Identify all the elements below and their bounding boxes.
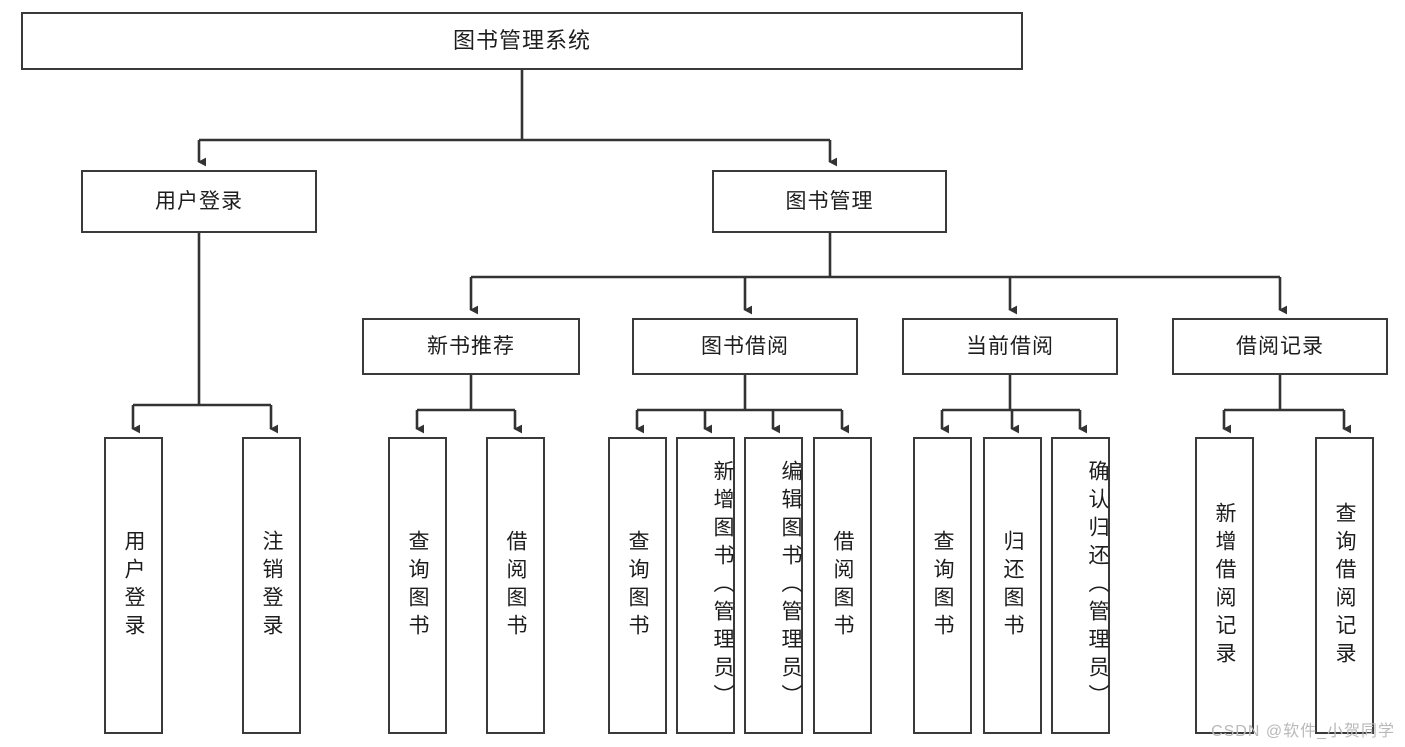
node-label: 借阅图书 [831,529,854,642]
leaf-confirm-return-admin[interactable]: 确认归还（管理员） [1051,437,1110,734]
leaf-query-borrow-record[interactable]: 查询借阅记录 [1315,437,1374,734]
node-label: 新增图书（管理员） [711,459,734,712]
leaf-edit-book-admin[interactable]: 编辑图书（管理员） [744,437,803,734]
leaf-borrow-books[interactable]: 借阅图书 [813,437,872,734]
node-label: 图书借阅 [701,334,789,358]
node-label: 查询图书 [406,529,429,642]
node-label: 查询图书 [626,529,649,642]
node-label: 新增借阅记录 [1213,501,1236,670]
node-user-login[interactable]: 用户登录 [81,170,317,233]
node-root-system[interactable]: 图书管理系统 [21,12,1023,70]
node-label: 用户登录 [155,189,243,213]
leaf-query-books-borrow[interactable]: 查询图书 [608,437,667,734]
node-label: 确认归还（管理员） [1086,459,1109,712]
leaf-query-books-recommend[interactable]: 查询图书 [388,437,447,734]
node-label: 编辑图书（管理员） [779,459,802,712]
node-borrow-records[interactable]: 借阅记录 [1172,318,1388,375]
node-book-borrow[interactable]: 图书借阅 [632,318,858,375]
leaf-add-borrow-record[interactable]: 新增借阅记录 [1195,437,1254,734]
node-label: 当前借阅 [966,334,1054,358]
leaf-borrow-books-recommend[interactable]: 借阅图书 [486,437,545,734]
node-label: 注销登录 [260,529,283,642]
watermark-text: CSDN @软件_小贺同学 [1211,723,1395,740]
node-label: 查询借阅记录 [1333,501,1356,670]
node-label: 图书管理 [785,189,874,213]
leaf-logout[interactable]: 注销登录 [242,437,301,734]
node-label: 查询图书 [931,529,954,642]
node-label: 借阅图书 [504,529,527,642]
node-current-borrow[interactable]: 当前借阅 [902,318,1118,375]
node-book-management[interactable]: 图书管理 [712,170,947,233]
leaf-add-book-admin[interactable]: 新增图书（管理员） [676,437,735,734]
node-label: 归还图书 [1001,529,1024,642]
leaf-user-login[interactable]: 用户登录 [104,437,163,734]
node-label: 新书推荐 [427,334,515,358]
node-label: 用户登录 [122,529,145,642]
node-label: 借阅记录 [1236,334,1324,358]
leaf-return-books[interactable]: 归还图书 [983,437,1042,734]
leaf-query-books-current[interactable]: 查询图书 [913,437,972,734]
node-new-book-recommend[interactable]: 新书推荐 [362,318,580,375]
node-label: 图书管理系统 [452,27,591,53]
